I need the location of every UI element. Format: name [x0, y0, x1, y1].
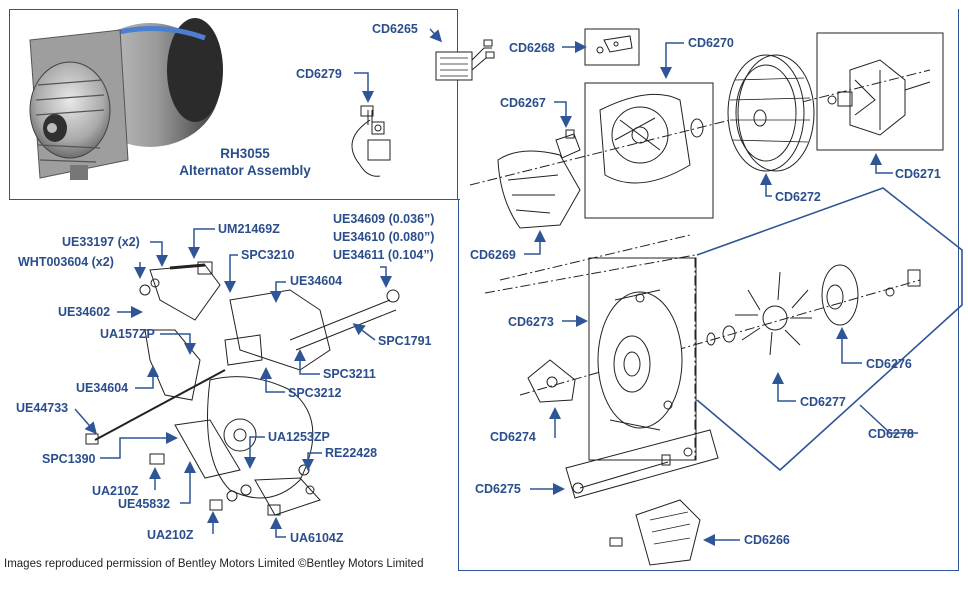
label-ua1253zp: UA1253ZP	[268, 430, 330, 444]
label-cd6275: CD6275	[475, 482, 521, 496]
label-spc1390: SPC1390	[42, 452, 96, 466]
label-spc3211: SPC3211	[323, 367, 376, 381]
label-cd6278: CD6278	[868, 427, 914, 441]
assembly-caption: RH3055 Alternator Assembly	[170, 145, 320, 179]
assembly-name: Alternator Assembly	[179, 163, 311, 178]
label-cd6266: CD6266	[744, 533, 790, 547]
label-spc3212: SPC3212	[288, 386, 342, 400]
label-cd6273: CD6273	[508, 315, 554, 329]
label-ua157zp: UA157ZP	[100, 327, 155, 341]
assembly-part-number: RH3055	[220, 146, 270, 161]
label-ue44733: UE44733	[16, 401, 69, 415]
exploded-view-frame	[458, 9, 959, 571]
label-ue34609: UE34609 (0.036”)	[333, 212, 435, 226]
label-ua210z-a: UA210Z	[92, 484, 139, 498]
mounting-frame-right	[458, 199, 459, 571]
label-ue34604-left: UE34604	[76, 381, 129, 395]
label-cd6270: CD6270	[688, 36, 734, 50]
label-cd6272: CD6272	[775, 190, 821, 204]
label-cd6269: CD6269	[470, 248, 516, 262]
copyright-notice: Images reproduced permission of Bentley …	[4, 558, 424, 570]
lower-parts	[484, 187, 963, 566]
label-cd6276: CD6276	[866, 357, 912, 371]
label-um21469z: UM21469Z	[218, 222, 280, 236]
label-cd6277: CD6277	[800, 395, 846, 409]
label-ue45832: UE45832	[118, 497, 171, 511]
label-spc3210: SPC3210	[241, 248, 295, 262]
mounting-frame	[9, 199, 460, 200]
label-ua210z-b: UA210Z	[147, 528, 194, 542]
label-wht003604: WHT003604 (x2)	[18, 255, 114, 269]
upper-parts	[351, 28, 944, 229]
label-re22428: RE22428	[325, 446, 378, 460]
label-ua6104z: UA6104Z	[290, 531, 344, 545]
label-ue33197: UE33197 (x2)	[62, 235, 140, 249]
fan-blades	[735, 271, 812, 356]
label-cd6274: CD6274	[490, 430, 536, 444]
mounting-parts	[85, 261, 400, 516]
label-cd6267: CD6267	[500, 96, 546, 110]
label-cd6268: CD6268	[509, 41, 555, 55]
label-cd6265: CD6265	[372, 22, 418, 36]
label-ue34602: UE34602	[58, 305, 111, 319]
label-ue34611: UE34611 (0.104”)	[333, 248, 434, 262]
label-cd6279: CD6279	[296, 67, 342, 81]
leader-arrows	[74, 28, 918, 546]
label-cd6271: CD6271	[895, 167, 941, 181]
label-ue34610: UE34610 (0.080”)	[333, 230, 435, 244]
label-spc1791: SPC1791	[378, 334, 432, 348]
alternator-photo	[29, 18, 223, 180]
label-ue34604-top: UE34604	[290, 274, 343, 288]
